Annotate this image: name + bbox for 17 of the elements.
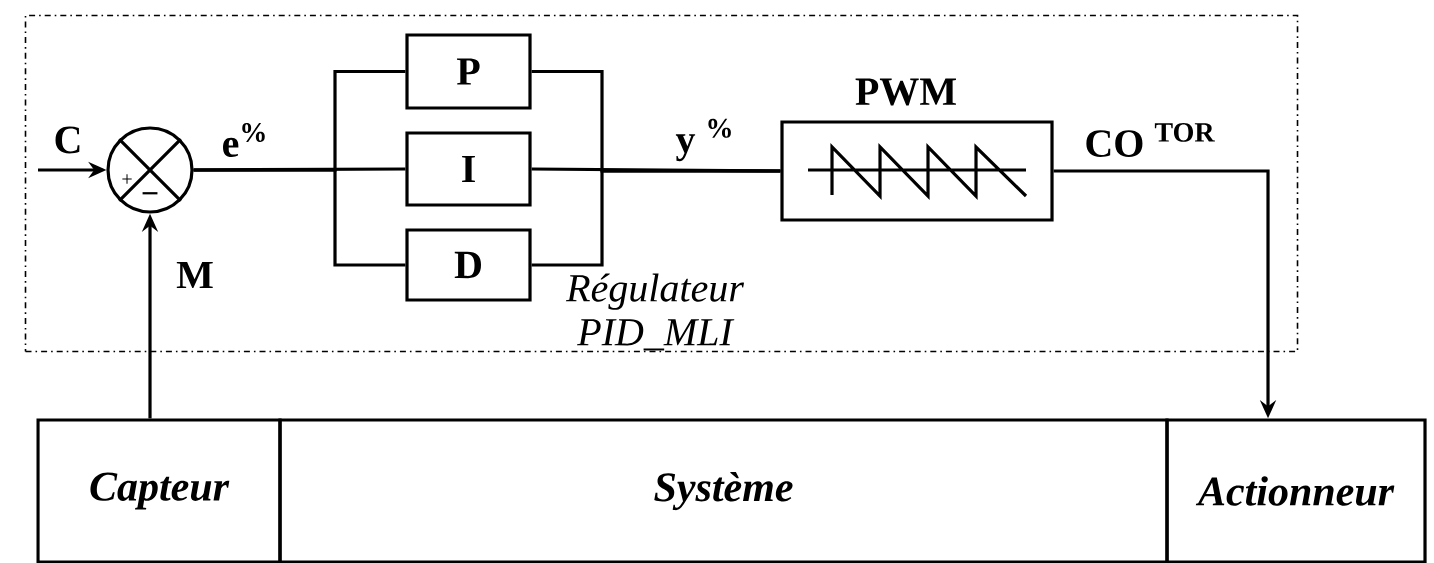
block-box: I bbox=[405, 131, 532, 207]
edge-label: e$^{%}$ bbox=[219, 121, 271, 160]
controller-label: Régulateur PID_MLI bbox=[565, 273, 744, 351]
block-title: PWM bbox=[855, 78, 956, 106]
edge-label: y $^{%}$ bbox=[673, 116, 737, 164]
edge-label: CO $^{TOR}$ bbox=[1082, 121, 1218, 159]
connector bbox=[531, 169, 781, 267]
process-cell: Capteur bbox=[36, 418, 282, 563]
block-box: P bbox=[405, 33, 532, 110]
edge-label: C bbox=[51, 124, 85, 156]
minus-sign: − bbox=[142, 192, 158, 195]
process-cell: Système bbox=[278, 418, 1169, 563]
plus-sign: + bbox=[122, 174, 132, 184]
process-cell: Actionneur bbox=[1165, 418, 1427, 563]
edge-label: M bbox=[174, 259, 216, 291]
connector bbox=[193, 168, 406, 267]
block-box: D bbox=[405, 228, 532, 302]
